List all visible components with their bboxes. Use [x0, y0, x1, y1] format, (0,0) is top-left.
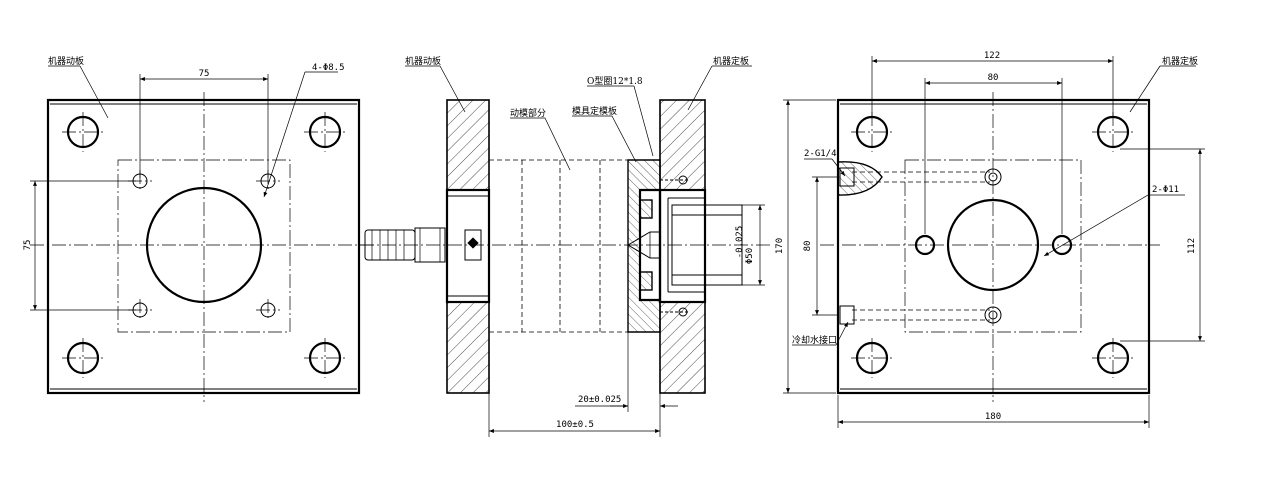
section-view: Φ50 -0.025 20±0.025 100±0.5 机器动板 动模部分 模具…: [360, 55, 770, 437]
dim-right-top-outer: 122: [984, 51, 1000, 61]
mold-outline: [117, 159, 291, 333]
moving-mold-part: [489, 159, 628, 333]
dim-right-left-inner: 80: [803, 241, 813, 252]
mold-outline-right: [904, 159, 1082, 333]
corner-holes-right: [851, 112, 1134, 378]
dim-diameter: Φ50: [745, 248, 755, 264]
center-bore: [145, 186, 263, 304]
label-fixed-mold-plate: 模具定模板: [572, 105, 617, 117]
dim-right-side: 112: [1187, 238, 1197, 254]
center-bore-right: [946, 198, 1040, 292]
moving-plate-section-top: [446, 99, 490, 191]
dim-thread: 2-G1/4: [804, 149, 837, 159]
label-left-moving-plate: 机器动板: [48, 55, 84, 67]
right-view: 122 80 170 80 112 180 2-G1/4 2-Φ11: [775, 51, 1205, 428]
moving-plate-section-bottom: [446, 301, 490, 394]
dim-left-top: 75: [199, 69, 210, 79]
dim-left-holes: 4-Φ8.5: [312, 63, 345, 73]
dim-thickness: 20±0.025: [578, 395, 621, 405]
dim-diameter-tol: -0.025: [735, 226, 745, 259]
label-moving-mold: 动模部分: [510, 107, 546, 119]
label-section-fixed-plate: 机器定板: [713, 55, 749, 67]
dim-total: 100±0.5: [556, 420, 594, 430]
dim-right-left-outer: 170: [775, 238, 785, 254]
label-oring: O型圈12*1.8: [587, 76, 643, 87]
moving-plate-outline: [46, 98, 361, 395]
corner-holes: [62, 112, 346, 378]
fixed-plate-section-bottom: [659, 301, 706, 394]
fixed-mold-plate-section: [627, 159, 661, 333]
label-right-fixed-plate: 机器定板: [1162, 55, 1198, 67]
dim-right-bottom: 180: [985, 412, 1001, 422]
label-cooling: 冷却水接口: [792, 334, 837, 346]
dim-right-holes: 2-Φ11: [1152, 185, 1179, 195]
label-section-moving-plate: 机器动板: [405, 55, 441, 67]
dim-right-top-inner: 80: [988, 73, 999, 83]
g14-thread-section: [837, 161, 883, 196]
left-view: 75 75 4-Φ8.5 机器动板: [23, 55, 375, 402]
dim-left-side: 75: [23, 240, 33, 251]
fixed-plate-outline: [836, 98, 1151, 395]
